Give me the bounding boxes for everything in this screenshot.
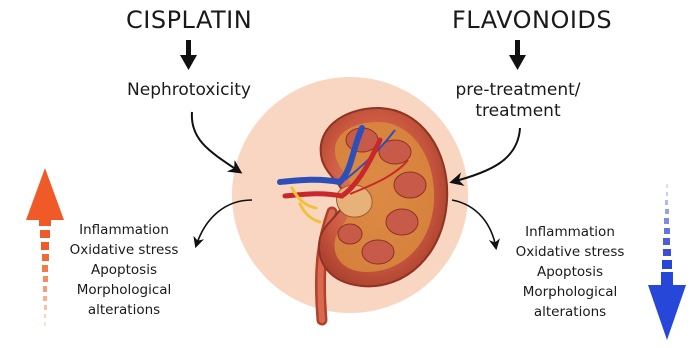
- arrow-to-kidney-left: [192, 112, 240, 172]
- list-item: alterations: [62, 300, 186, 320]
- list-item: Oxidative stress: [508, 242, 632, 262]
- right-intervention-label: pre-treatment/ treatment: [450, 80, 586, 122]
- down-arrow-icon: [509, 40, 526, 70]
- down-arrow-icon: [648, 184, 686, 340]
- right-intervention-line-2: treatment: [450, 101, 586, 122]
- list-item: Inflammation: [62, 220, 186, 240]
- list-item: Morphological: [62, 280, 186, 300]
- list-item: alterations: [508, 302, 632, 322]
- right-agent-title: FLAVONOIDS: [452, 6, 612, 34]
- list-item: Inflammation: [508, 222, 632, 242]
- left-outcome-label: Nephrotoxicity: [127, 80, 251, 101]
- list-item: Oxidative stress: [62, 240, 186, 260]
- left-effects-list: Inflammation Oxidative stress Apoptosis …: [62, 220, 186, 320]
- list-item: Morphological: [508, 282, 632, 302]
- list-item: Apoptosis: [62, 260, 186, 280]
- right-intervention-line-1: pre-treatment/: [450, 80, 586, 101]
- right-effects-list: Inflammation Oxidative stress Apoptosis …: [508, 222, 632, 322]
- left-agent-title: CISPLATIN: [126, 6, 252, 34]
- down-arrow-icon: [180, 40, 197, 70]
- list-item: Apoptosis: [508, 262, 632, 282]
- up-arrow-icon: [26, 168, 64, 326]
